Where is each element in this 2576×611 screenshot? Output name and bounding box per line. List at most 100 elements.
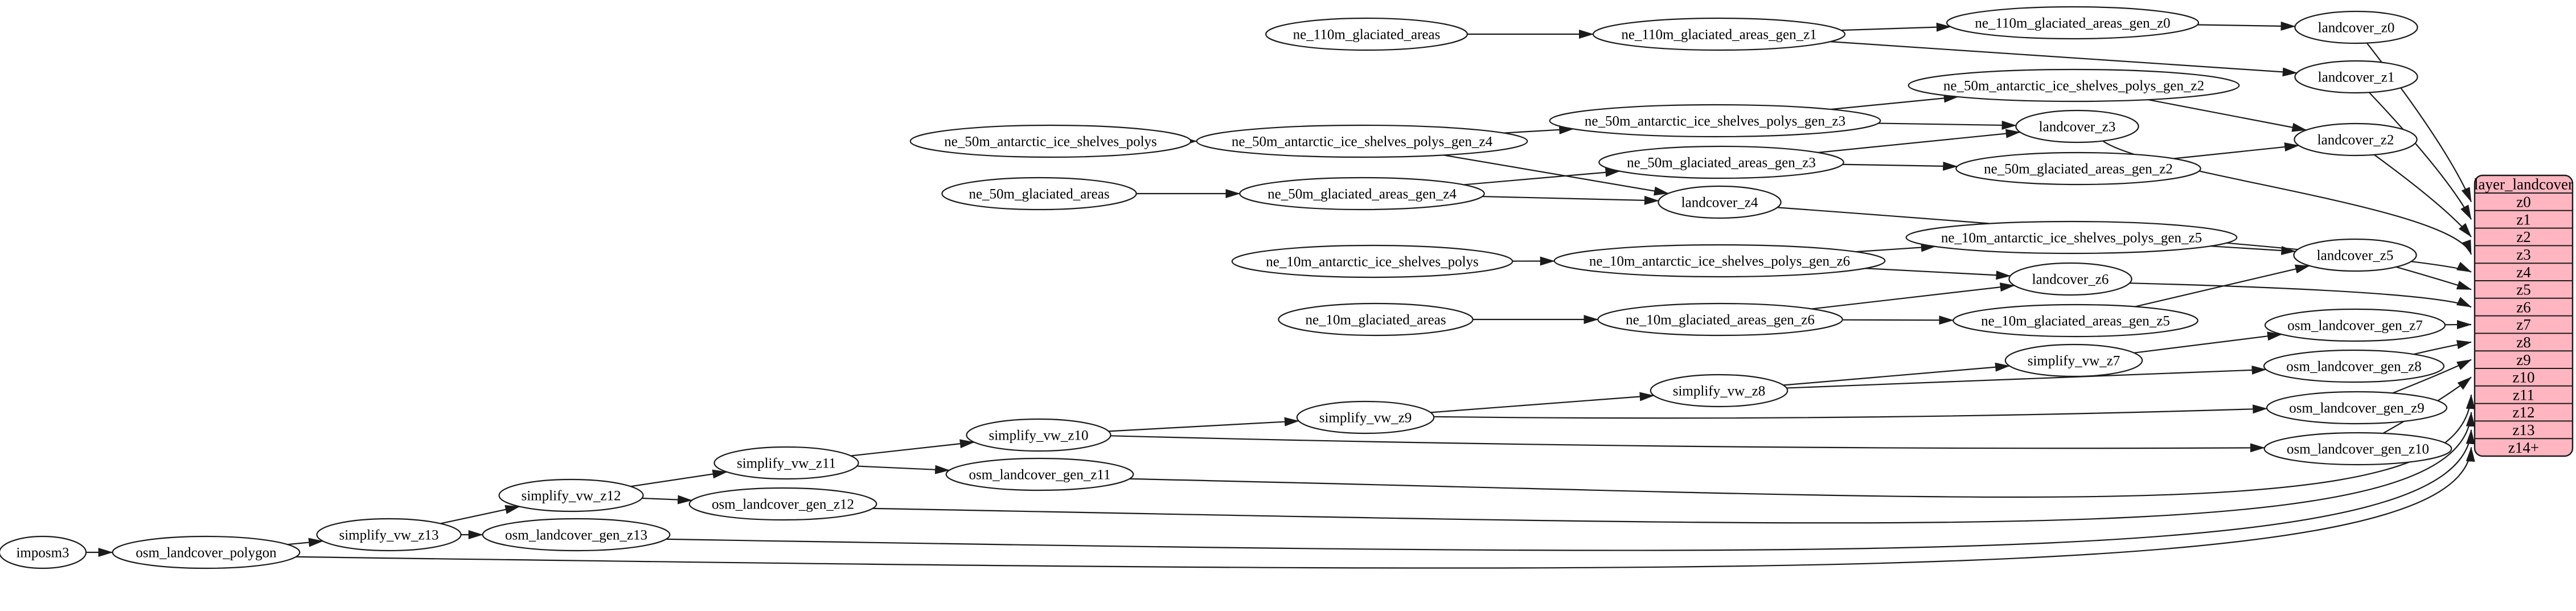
node-label: landcover_z6 [2032, 272, 2109, 288]
node-label: imposm3 [16, 546, 69, 561]
table-row-z12: z12 [2513, 404, 2535, 421]
table-row-z13: z13 [2513, 421, 2535, 438]
node-ellipse [2263, 432, 2452, 466]
node-landcover_z2: landcover_z2 [2294, 122, 2418, 157]
edge-osm_landcover_polygon-to-layer_landcover-z14+ [296, 446, 2475, 569]
node-ellipse [1592, 17, 1846, 51]
edge-ne_10m_glaciated_areas_gen_z6-to-landcover_z6 [1811, 282, 2015, 310]
node-label: ne_50m_antarctic_ice_shelves_polys_gen_z… [1585, 114, 1845, 129]
node-ne_110m_glaciated_areas_gen_z1: ne_110m_glaciated_areas_gen_z1 [1592, 17, 1846, 51]
node-ellipse [1905, 220, 2238, 255]
node-simplify_vw_z7: simplify_vw_z7 [2004, 343, 2143, 378]
node-ellipse [2015, 109, 2139, 143]
edge-simplify_vw_z12-to-osm_landcover_gen_z12 [642, 495, 693, 505]
edge-simplify_vw_z12-to-simplify_vw_z11 [630, 469, 728, 487]
node-ellipse [2293, 238, 2417, 272]
node-ellipse [482, 518, 671, 552]
node-imposm3: imposm3 [0, 535, 87, 569]
node-label: ne_50m_glaciated_areas_gen_z4 [1268, 187, 1457, 202]
edge-ne_110m_glaciated_areas_gen_z1-to-landcover_z1 [1830, 40, 2298, 77]
edge-simplify_vw_z9-to-simplify_vw_z8 [1430, 392, 1655, 413]
node-label: ne_10m_glaciated_areas_gen_z5 [1981, 314, 2170, 329]
node-osm_landcover_gen_z11: osm_landcover_gen_z11 [945, 457, 1134, 491]
table-row-z10: z10 [2513, 369, 2535, 386]
node-osm_landcover_polygon: osm_landcover_polygon [112, 535, 301, 569]
node-ellipse [1553, 244, 1886, 278]
node-ne_50m_antarctic_ice_shelves_polys_gen_z3: ne_50m_antarctic_ice_shelves_polys_gen_z… [1549, 104, 1881, 138]
node-label: osm_landcover_gen_z13 [505, 528, 647, 543]
node-ellipse [2263, 349, 2445, 383]
edge-ne_50m_glaciated_areas_gen_z3-to-ne_50m_glaciated_areas_gen_z2 [1842, 161, 1958, 171]
node-ellipse [2294, 60, 2418, 94]
node-landcover_z4: landcover_z4 [1658, 185, 1782, 219]
node-ne_50m_antarctic_ice_shelves_polys_gen_z4: ne_50m_antarctic_ice_shelves_polys_gen_z… [1196, 124, 1528, 158]
node-label: ne_10m_antarctic_ice_shelves_polys [1266, 255, 1479, 270]
node-label: ne_10m_glaciated_areas [1305, 313, 1446, 328]
edge-osm_landcover_gen_z9-to-layer_landcover-z9 [2392, 359, 2472, 394]
node-osm_landcover_gen_z12: osm_landcover_gen_z12 [688, 487, 877, 521]
node-label: ne_50m_glaciated_areas_gen_z2 [1984, 162, 2173, 177]
node-label: simplify_vw_z9 [1319, 411, 1412, 426]
edge-landcover_z5-to-layer_landcover-z5 [2395, 266, 2472, 290]
node-ne_50m_glaciated_areas_gen_z2: ne_50m_glaciated_areas_gen_z2 [1955, 151, 2201, 186]
node-label: simplify_vw_z7 [2028, 354, 2120, 369]
node-label: ne_50m_antarctic_ice_shelves_polys_gen_z… [1943, 79, 2204, 94]
table-row-z3: z3 [2516, 246, 2530, 263]
node-label: simplify_vw_z11 [737, 456, 836, 471]
edge-simplify_vw_z8-to-simplify_vw_z7 [1783, 362, 2011, 386]
node-ne_50m_glaciated_areas_gen_z4: ne_50m_glaciated_areas_gen_z4 [1239, 177, 1485, 211]
node-ellipse [1946, 6, 2200, 40]
edge-ne_50m_antarctic_ice_shelves_polys_gen_z4-to-landcover_z4 [1443, 154, 1669, 196]
node-ellipse [0, 535, 87, 569]
node-label: ne_10m_antarctic_ice_shelves_polys_gen_z… [1941, 231, 2202, 246]
node-ellipse [112, 535, 301, 569]
node-ellipse [2264, 308, 2446, 342]
edge-ne_50m_antarctic_ice_shelves_polys_gen_z3-to-landcover_z3 [1878, 120, 2017, 130]
node-label: osm_landcover_polygon [136, 546, 277, 561]
node-ellipse [1296, 400, 1435, 434]
node-ne_10m_glaciated_areas_gen_z5: ne_10m_glaciated_areas_gen_z5 [1952, 304, 2198, 338]
node-ellipse [945, 457, 1134, 491]
edge-simplify_vw_z10-to-simplify_vw_z9 [1108, 417, 1299, 432]
edge-ne_50m_glaciated_areas_gen_z4-to-landcover_z4 [1482, 195, 1659, 205]
table-row-z6: z6 [2516, 298, 2530, 315]
node-simplify_vw_z13: simplify_vw_z13 [316, 518, 462, 552]
node-ne_110m_glaciated_areas_gen_z0: ne_110m_glaciated_areas_gen_z0 [1946, 6, 2200, 40]
edge-ne_50m_antarctic_ice_shelves_polys_gen_z3-to-ne_50m_antarctic_ice_shelves_polys_gen_z2 [1831, 93, 1959, 110]
edge-simplify_vw_z13-to-simplify_vw_z12 [440, 505, 520, 524]
edge-simplify_vw_z11-to-osm_landcover_gen_z11 [856, 465, 950, 474]
edge-ne_50m_glaciated_areas_gen_z4-to-ne_50m_glaciated_areas_gen_z3 [1463, 167, 1621, 186]
node-label: simplify_vw_z10 [989, 428, 1089, 444]
node-ellipse [966, 418, 1111, 452]
node-label: ne_110m_glaciated_areas_gen_z0 [1975, 16, 2170, 31]
node-ellipse [2266, 391, 2448, 425]
edge-landcover_z4-to-layer_landcover-z4 [1777, 207, 2472, 273]
node-label: osm_landcover_gen_z10 [2287, 442, 2429, 457]
table-row-z9: z9 [2516, 351, 2530, 368]
node-label: osm_landcover_gen_z11 [969, 468, 1111, 483]
edge-ne_50m_antarctic_ice_shelves_polys_gen_z4-to-ne_50m_antarctic_ice_shelves_polys_gen_z3 [1503, 125, 1574, 134]
node-simplify_vw_z9: simplify_vw_z9 [1296, 400, 1435, 434]
edges-layer [86, 21, 2475, 569]
node-ellipse [1231, 244, 1513, 278]
node-simplify_vw_z10: simplify_vw_z10 [966, 418, 1111, 452]
node-label: simplify_vw_z13 [339, 528, 439, 543]
node-ellipse [1952, 304, 2198, 338]
node-osm_landcover_gen_z10: osm_landcover_gen_z10 [2263, 432, 2452, 466]
edge-ne_10m_glaciated_areas_gen_z6-to-ne_10m_glaciated_areas_gen_z5 [1842, 315, 1954, 325]
node-label: ne_110m_glaciated_areas_gen_z1 [1621, 27, 1816, 43]
edge-osm_landcover_gen_z8-to-layer_landcover-z8 [2413, 340, 2472, 355]
node-label: landcover_z0 [2318, 20, 2395, 36]
node-ellipse [1597, 302, 1843, 337]
node-osm_landcover_gen_z13: osm_landcover_gen_z13 [482, 518, 671, 552]
node-ellipse [2004, 343, 2143, 378]
node-ellipse [1278, 302, 1474, 337]
edge-osm_landcover_polygon-to-simplify_vw_z13 [287, 538, 324, 547]
node-label: landcover_z3 [2039, 120, 2116, 135]
edge-ne_50m_glaciated_areas_gen_z3-to-landcover_z3 [1818, 129, 2021, 153]
node-ellipse [1650, 374, 1789, 408]
edge-simplify_vw_z11-to-simplify_vw_z10 [851, 439, 975, 457]
node-osm_landcover_gen_z9: osm_landcover_gen_z9 [2266, 391, 2448, 425]
node-ellipse [1265, 17, 1469, 51]
